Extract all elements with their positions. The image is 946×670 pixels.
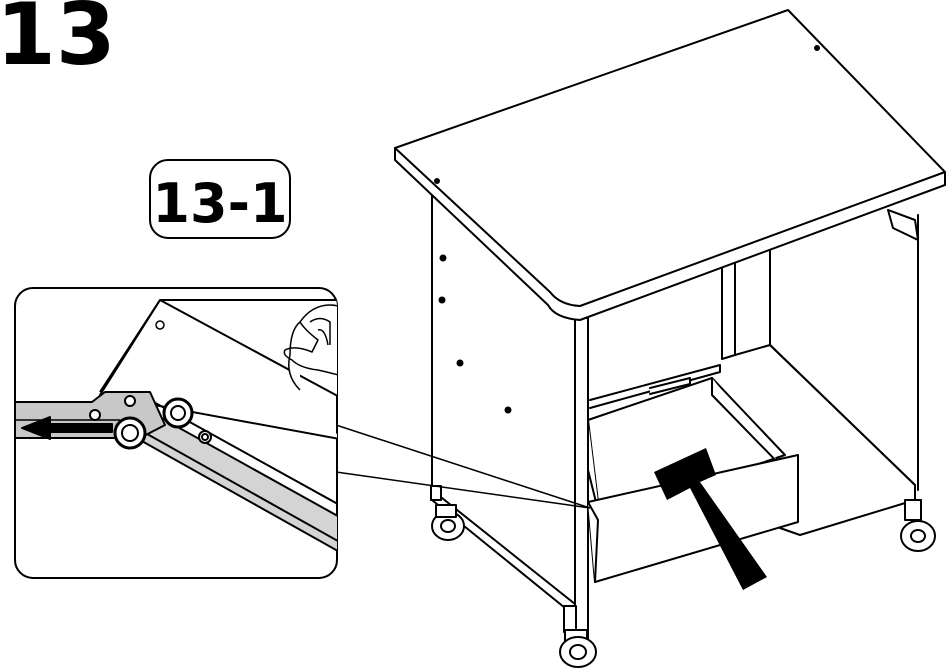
drawer [587, 377, 799, 583]
desk-illustration [394, 9, 946, 668]
roller-wheels [113, 395, 194, 450]
detail-inset [14, 287, 338, 579]
caster-back-right [900, 499, 936, 552]
sub-step-label: 13-1 [152, 172, 287, 235]
push-arrow [654, 448, 767, 590]
callout-leader-lines [335, 424, 591, 509]
front-leg [574, 317, 589, 641]
sub-step-badge: 13-1 [149, 159, 291, 239]
step-number: 13 [0, 0, 116, 85]
hand-illustration [283, 304, 337, 401]
table-top [394, 9, 946, 321]
caster-back-left [431, 504, 465, 541]
pull-arrow [21, 416, 113, 440]
caster-front [559, 629, 597, 668]
